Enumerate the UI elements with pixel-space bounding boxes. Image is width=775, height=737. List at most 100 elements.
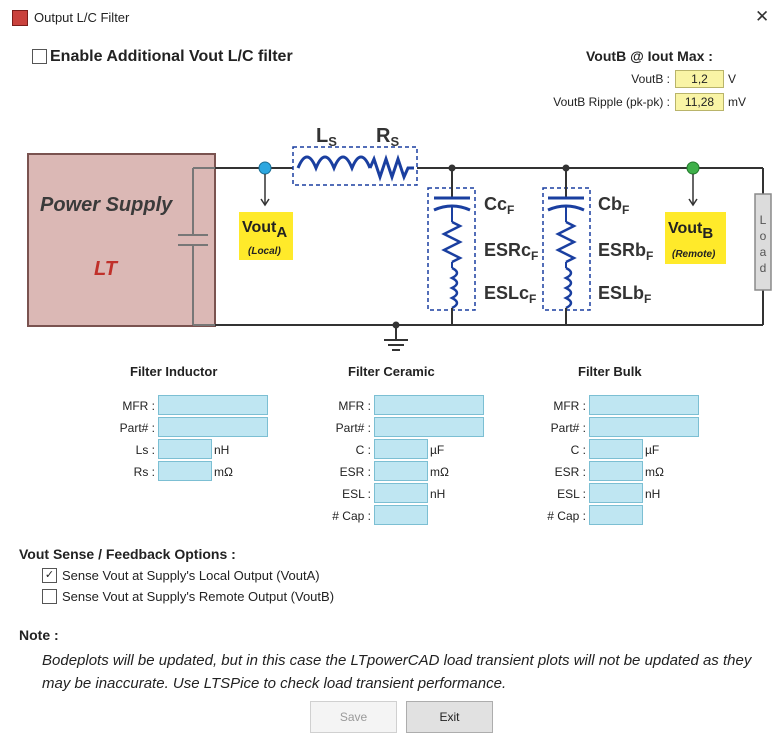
svg-text:ESRbF: ESRbF bbox=[598, 240, 653, 263]
inductor-part-input[interactable] bbox=[158, 417, 268, 437]
ceramic-esr-input[interactable] bbox=[374, 461, 428, 481]
load-letter-4: d bbox=[760, 261, 767, 275]
bulk-cap-count-input[interactable] bbox=[589, 505, 643, 525]
ceramic-mfr-label: MFR : bbox=[338, 399, 371, 413]
inductor-mfr-label: MFR : bbox=[122, 399, 155, 413]
window-title: Output L/C Filter bbox=[34, 10, 130, 25]
rs-label-main: R bbox=[376, 125, 391, 147]
eslcf-label-sub: F bbox=[529, 292, 536, 306]
bulk-esl-unit: nH bbox=[645, 487, 661, 501]
voutb-unit: V bbox=[728, 72, 737, 86]
vouta-label-box bbox=[239, 212, 293, 260]
filter-bulk-title: Filter Bulk bbox=[578, 364, 642, 379]
filter-schematic: Power Supply LT LS RS VoutA (Local) CcF … bbox=[27, 125, 772, 351]
app-logo-icon bbox=[12, 10, 28, 26]
note-text: Bodeplots will be updated, but in this c… bbox=[42, 652, 752, 692]
sense-remote-checkbox[interactable] bbox=[42, 589, 57, 604]
bulk-esr-input[interactable] bbox=[589, 461, 643, 481]
filter-inductor-title: Filter Inductor bbox=[130, 364, 218, 379]
ceramic-part-input[interactable] bbox=[374, 417, 484, 437]
ceramic-c-label: C : bbox=[355, 443, 371, 457]
ceramic-cap-count-input[interactable] bbox=[374, 505, 428, 525]
title-bar: Output L/C Filter ✕ bbox=[0, 0, 775, 34]
sense-options-title: Vout Sense / Feedback Options : bbox=[19, 546, 236, 562]
vouta-node bbox=[258, 161, 272, 175]
load-letter-1: L bbox=[760, 213, 767, 227]
vouta-note: (Local) bbox=[248, 246, 281, 257]
power-supply-label: Power Supply bbox=[40, 194, 173, 216]
sense-remote-label: Sense Vout at Supply's Remote Output (Vo… bbox=[62, 589, 335, 604]
ceramic-mfr-input[interactable] bbox=[374, 395, 484, 415]
bulk-esl-label: ESL : bbox=[557, 487, 586, 501]
svg-text:CcF: CcF bbox=[484, 194, 514, 217]
svg-text:LS: LS bbox=[316, 125, 337, 149]
ceramic-esr-label: ESR : bbox=[339, 465, 371, 479]
bulk-cap-count-label: # Cap : bbox=[547, 509, 586, 523]
ls-label-main: L bbox=[316, 125, 328, 147]
bulk-c-input[interactable] bbox=[589, 439, 643, 459]
ceramic-esl-unit: nH bbox=[430, 487, 446, 501]
voutb-value: 1,2 bbox=[675, 70, 724, 88]
ceramic-esr-unit: mΩ bbox=[430, 465, 449, 479]
inductor-rs-label: Rs : bbox=[133, 465, 155, 479]
enable-filter-label: Enable Additional Vout L/C filter bbox=[50, 48, 293, 65]
ceramic-c-unit: µF bbox=[430, 443, 445, 457]
save-button[interactable]: Save bbox=[310, 701, 397, 733]
eslbf-label-sub: F bbox=[644, 292, 651, 306]
svg-text:ESLbF: ESLbF bbox=[598, 283, 651, 306]
esrbf-label-sub: F bbox=[646, 249, 653, 263]
exit-button[interactable]: Exit bbox=[406, 701, 493, 733]
voutb-max-heading: VoutB @ Iout Max : bbox=[586, 48, 713, 64]
ccf-label-main: Cc bbox=[484, 194, 507, 214]
svg-text:RS: RS bbox=[376, 125, 399, 149]
rs-label-sub: S bbox=[390, 134, 399, 149]
eslcf-label-main: ESLc bbox=[484, 283, 529, 303]
enable-filter-checkbox[interactable] bbox=[32, 49, 47, 64]
ceramic-esl-label: ESL : bbox=[342, 487, 371, 501]
filter-ceramic-title: Filter Ceramic bbox=[348, 364, 435, 379]
bulk-part-input[interactable] bbox=[589, 417, 699, 437]
svg-text:ESRcF: ESRcF bbox=[484, 240, 538, 263]
power-supply-box bbox=[27, 153, 216, 327]
bulk-esr-unit: mΩ bbox=[645, 465, 664, 479]
svg-text:ESLcF: ESLcF bbox=[484, 283, 536, 306]
ripple-label: VoutB Ripple (pk-pk) : bbox=[553, 95, 670, 109]
esrcf-label-main: ESRc bbox=[484, 240, 531, 260]
svg-text:VoutA: VoutA bbox=[242, 219, 287, 241]
esrcf-label-sub: F bbox=[531, 249, 538, 263]
sense-local-checkbox[interactable]: ✓ bbox=[42, 568, 57, 583]
inductor-ls-label: Ls : bbox=[135, 443, 155, 457]
voutb-node bbox=[686, 161, 700, 175]
ls-label-sub: S bbox=[328, 134, 337, 149]
inductor-ls-input[interactable] bbox=[158, 439, 212, 459]
bulk-esl-input[interactable] bbox=[589, 483, 643, 503]
voutb-note: (Remote) bbox=[672, 249, 716, 260]
ceramic-c-input[interactable] bbox=[374, 439, 428, 459]
lt-logo: LT bbox=[94, 258, 119, 280]
sense-local-label: Sense Vout at Supply's Local Output (Vou… bbox=[62, 568, 320, 583]
note-title: Note : bbox=[19, 627, 59, 643]
esrbf-label-main: ESRb bbox=[598, 240, 646, 260]
inductor-rs-unit: mΩ bbox=[214, 465, 233, 479]
ccf-label-sub: F bbox=[507, 203, 514, 217]
bulk-mfr-label: MFR : bbox=[553, 399, 586, 413]
vouta-label-main: Vout bbox=[242, 219, 277, 236]
inductor-ls-unit: nH bbox=[214, 443, 230, 457]
voutb-label-sub: B bbox=[702, 225, 713, 242]
inductor-rs-input[interactable] bbox=[158, 461, 212, 481]
cbf-label-main: Cb bbox=[598, 194, 622, 214]
bulk-esr-label: ESR : bbox=[554, 465, 586, 479]
vouta-label-sub: A bbox=[276, 224, 287, 241]
inductor-mfr-input[interactable] bbox=[158, 395, 268, 415]
bulk-c-label: C : bbox=[570, 443, 586, 457]
ripple-unit: mV bbox=[728, 95, 746, 109]
bulk-part-label: Part# : bbox=[550, 421, 586, 435]
load-letter-2: o bbox=[760, 229, 767, 243]
bulk-mfr-input[interactable] bbox=[589, 395, 699, 415]
ceramic-esl-input[interactable] bbox=[374, 483, 428, 503]
load-letter-3: a bbox=[760, 245, 767, 259]
voutb-label-box bbox=[665, 212, 726, 264]
close-icon[interactable]: ✕ bbox=[755, 7, 770, 26]
voutb-label-main: Vout bbox=[668, 220, 703, 237]
ceramic-part-label: Part# : bbox=[335, 421, 371, 435]
